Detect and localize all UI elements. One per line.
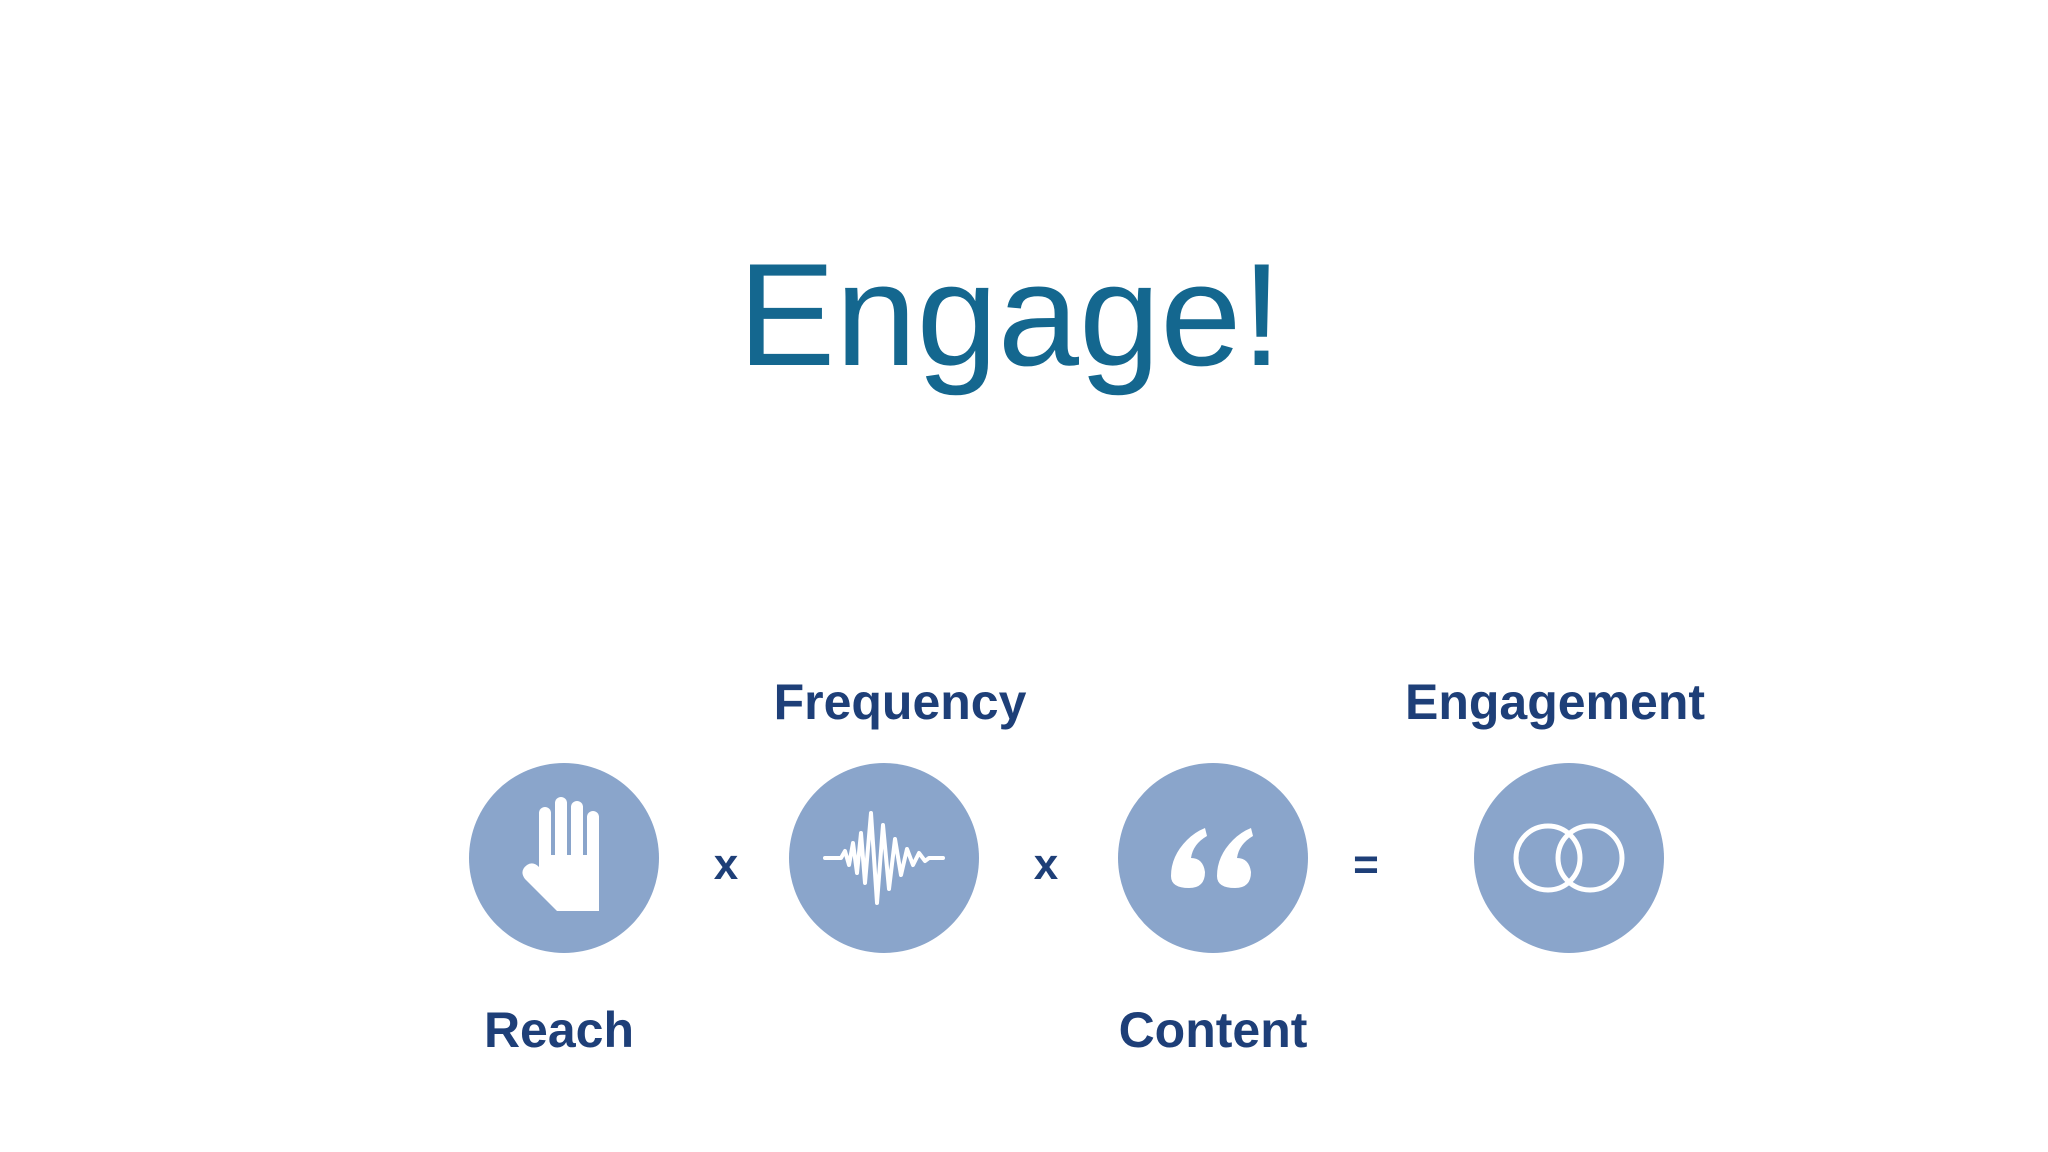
- equals-operator: =: [1353, 840, 1379, 889]
- interlocking-rings-icon: [1513, 823, 1625, 893]
- reach-circle: [469, 763, 659, 953]
- quote-icon: [1171, 828, 1253, 888]
- term-label-reach: Reach: [483, 1002, 635, 1058]
- frequency-circle: [789, 763, 979, 953]
- waveform-icon: [823, 811, 945, 905]
- engagement-circle: [1474, 763, 1664, 953]
- hand-icon: [522, 797, 599, 911]
- slide-title: Engage!: [738, 233, 1282, 396]
- multiply-operator-1: x: [713, 840, 739, 889]
- term-label-content: Content: [1118, 1002, 1308, 1058]
- multiply-operator-2: x: [1033, 840, 1059, 889]
- term-label-engagement: Engagement: [1404, 674, 1706, 730]
- term-label-frequency: Frequency: [773, 674, 1027, 730]
- content-circle: [1118, 763, 1308, 953]
